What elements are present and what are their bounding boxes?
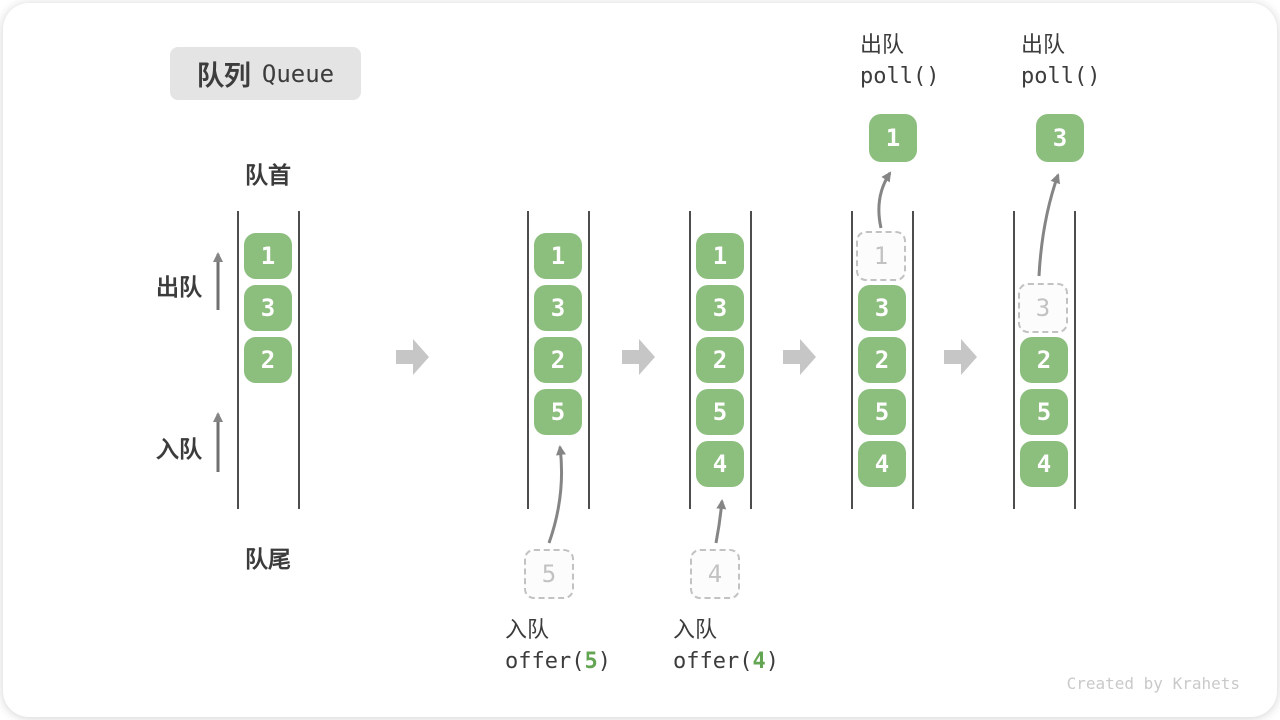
queue3-wall-right	[750, 211, 752, 509]
dequeue-op-1: 出队 poll()	[860, 30, 939, 94]
queue1-wall-right	[298, 211, 300, 509]
enqueue-op-1: 入队 offer(5)	[505, 615, 611, 679]
dequeued-cell: 3	[1036, 114, 1084, 162]
queue-cell-ghost-removed: 3	[1018, 283, 1068, 333]
code-arg: 5	[584, 649, 598, 674]
label-queue-rear: 队尾	[245, 546, 291, 572]
queue2-wall-right	[588, 211, 590, 509]
enqueue-op-code: offer(5)	[505, 645, 611, 679]
queue-cell: 3	[244, 285, 292, 331]
queue-cell: 5	[858, 389, 906, 435]
queue1-wall-left	[237, 211, 239, 509]
code-arg: 4	[752, 649, 766, 674]
queue3-wall-left	[689, 211, 691, 509]
dequeue-op-label: 出队	[860, 32, 905, 57]
queue-cell: 3	[858, 285, 906, 331]
title-en: Queue	[261, 59, 335, 88]
enqueue-op-label: 入队	[505, 617, 550, 642]
queue5-wall-left	[1013, 211, 1015, 509]
dequeue-op-code: poll()	[860, 64, 940, 89]
diagram-card	[3, 3, 1277, 717]
queue-cell: 1	[244, 233, 292, 279]
enqueue-op-2: 入队 offer(4)	[673, 615, 779, 679]
queue2-wall-left	[527, 211, 529, 509]
code-close: )	[597, 649, 611, 674]
dequeue-op-label: 出队	[1021, 32, 1066, 57]
queue-cell: 2	[696, 337, 744, 383]
queue-cell: 2	[244, 337, 292, 383]
queue-cell-ghost-removed: 1	[856, 231, 906, 281]
queue-cell: 4	[858, 441, 906, 487]
queue-cell: 3	[696, 285, 744, 331]
queue-cell: 3	[534, 285, 582, 331]
queue-cell: 1	[534, 233, 582, 279]
queue5-wall-right	[1074, 211, 1076, 509]
code-open: offer(	[673, 649, 753, 674]
title-badge: 队列 Queue	[170, 47, 361, 100]
label-enqueue-side: 入队	[156, 436, 202, 462]
dequeue-op-code: poll()	[1021, 64, 1101, 89]
label-queue-front: 队首	[245, 162, 291, 188]
code-open: offer(	[505, 649, 585, 674]
queue-cell: 2	[534, 337, 582, 383]
enqueue-op-label: 入队	[673, 617, 718, 642]
title-zh: 队列	[196, 61, 251, 91]
queue4-wall-left	[851, 211, 853, 509]
queue-cell: 5	[534, 389, 582, 435]
queue4-wall-right	[912, 211, 914, 509]
dequeue-op-2: 出队 poll()	[1021, 30, 1100, 94]
queue-cell: 4	[696, 441, 744, 487]
queue-cell: 5	[696, 389, 744, 435]
queue-cell: 1	[696, 233, 744, 279]
watermark: Created by Krahets	[1066, 674, 1240, 693]
dequeued-cell: 1	[869, 114, 917, 162]
queue-cell: 4	[1020, 441, 1068, 487]
label-dequeue-side: 出队	[156, 274, 202, 300]
enqueue-op-code: offer(4)	[673, 645, 779, 679]
code-close: )	[765, 649, 779, 674]
queue-cell-ghost-incoming: 4	[690, 549, 740, 599]
queue-cell: 2	[1020, 337, 1068, 383]
queue-cell-ghost-incoming: 5	[524, 549, 574, 599]
queue-cell: 5	[1020, 389, 1068, 435]
queue-cell: 2	[858, 337, 906, 383]
